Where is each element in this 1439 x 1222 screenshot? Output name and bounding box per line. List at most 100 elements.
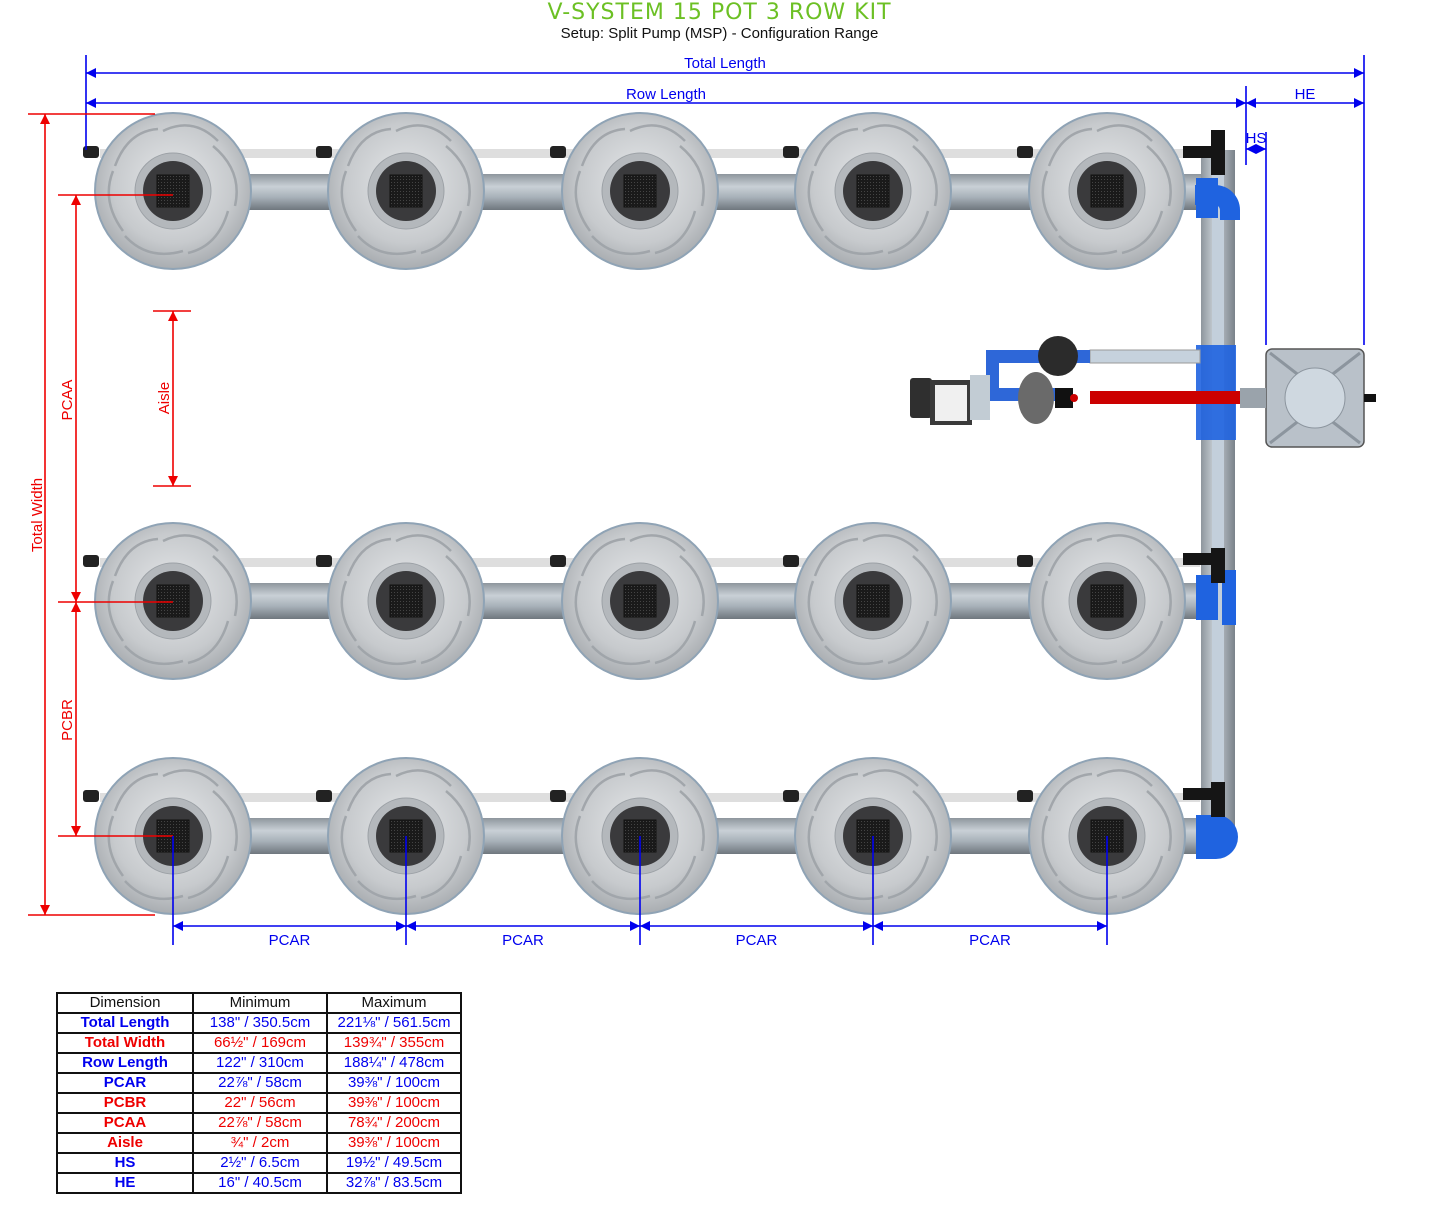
- pot-row1-1: [93, 111, 253, 271]
- pot-row1-4: [793, 111, 953, 271]
- minimum-value: 22⅞" / 58cm: [192, 1072, 328, 1094]
- aisle-label: Aisle: [156, 382, 173, 415]
- arrowhead: [1256, 144, 1266, 154]
- arrowhead: [173, 921, 183, 931]
- arrowhead: [873, 921, 883, 931]
- pump-assembly: [910, 336, 1260, 425]
- maximum-value: 39⅜" / 100cm: [326, 1072, 462, 1094]
- manifold-pipe: [1183, 130, 1240, 859]
- maximum-value: 32⅞" / 83.5cm: [326, 1172, 462, 1194]
- minimum-value: ¾" / 2cm: [192, 1132, 328, 1154]
- reservoir-tank: [1240, 348, 1376, 448]
- pot-row1-3: [560, 111, 720, 271]
- row-length-label: Row Length: [626, 86, 706, 103]
- arrowhead: [71, 592, 81, 602]
- pcar-label: PCAR: [269, 932, 311, 949]
- pot-row2-3: [560, 521, 720, 681]
- arrowhead: [1354, 98, 1364, 108]
- drip-fitting: [1017, 555, 1033, 567]
- pot-row2-2: [326, 521, 486, 681]
- drip-fitting: [316, 555, 332, 567]
- arrowhead: [168, 476, 178, 486]
- pot-row2-1: [93, 521, 253, 681]
- maximum-value: 221⅛" / 561.5cm: [326, 1012, 462, 1034]
- dimension-name: PCAA: [56, 1112, 194, 1134]
- arrowhead: [406, 921, 416, 931]
- total-width-label: Total Width: [29, 478, 46, 552]
- drip-fitting: [1017, 790, 1033, 802]
- pot-row1-5: [1027, 111, 1187, 271]
- minimum-value: 16" / 40.5cm: [192, 1172, 328, 1194]
- arrowhead: [86, 68, 96, 78]
- arrowhead: [1097, 921, 1107, 931]
- drip-fitting: [783, 790, 799, 802]
- pot-row2-4: [793, 521, 953, 681]
- dimension-name: PCAR: [56, 1072, 194, 1094]
- pcbr-label: PCBR: [59, 699, 76, 741]
- dimension-name: Row Length: [56, 1052, 194, 1074]
- arrowhead: [630, 921, 640, 931]
- arrowhead: [71, 602, 81, 612]
- dimension-name: Total Width: [56, 1032, 194, 1054]
- he-label: HE: [1295, 86, 1316, 103]
- drip-fitting: [83, 555, 99, 567]
- drip-fitting: [550, 790, 566, 802]
- arrowhead: [640, 921, 650, 931]
- diagram-title: V-SYSTEM 15 POT 3 ROW KIT: [547, 0, 892, 25]
- maximum-value: 39⅜" / 100cm: [326, 1092, 462, 1114]
- arrowhead: [40, 905, 50, 915]
- pcar-label: PCAR: [969, 932, 1011, 949]
- dimension-name: Aisle: [56, 1132, 194, 1154]
- maximum-value: 78¾" / 200cm: [326, 1112, 462, 1134]
- dimension-name: PCBR: [56, 1092, 194, 1114]
- arrowhead: [1354, 68, 1364, 78]
- arrowhead: [396, 921, 406, 931]
- dimension-name: HS: [56, 1152, 194, 1174]
- drip-fitting: [1017, 146, 1033, 158]
- maximum-value: 188¼" / 478cm: [326, 1052, 462, 1074]
- minimum-value: 138" / 350.5cm: [192, 1012, 328, 1034]
- table-header-row: Dimension Minimum Maximum: [56, 992, 462, 1014]
- col-header-maximum: Maximum: [326, 992, 462, 1014]
- maximum-value: 19½" / 49.5cm: [326, 1152, 462, 1174]
- arrowhead: [86, 98, 96, 108]
- arrowhead: [71, 195, 81, 205]
- drip-fitting: [550, 555, 566, 567]
- arrowhead: [71, 826, 81, 836]
- pcar-label: PCAR: [736, 932, 778, 949]
- arrowhead: [40, 114, 50, 124]
- drip-fitting: [783, 555, 799, 567]
- drip-fitting: [83, 146, 99, 158]
- col-header-dimension: Dimension: [56, 992, 194, 1014]
- minimum-value: 122" / 310cm: [192, 1052, 328, 1074]
- drip-fitting: [783, 146, 799, 158]
- dimension-name: Total Length: [56, 1012, 194, 1034]
- pot-row1-2: [326, 111, 486, 271]
- arrowhead: [863, 921, 873, 931]
- total-length-label: Total Length: [684, 55, 766, 72]
- drip-fitting: [316, 146, 332, 158]
- pcar-label: PCAR: [502, 932, 544, 949]
- minimum-value: 22" / 56cm: [192, 1092, 328, 1114]
- arrowhead: [1236, 98, 1246, 108]
- hs-label: HS: [1246, 130, 1267, 147]
- arrowhead: [1246, 144, 1256, 154]
- col-header-minimum: Minimum: [192, 992, 328, 1014]
- arrowhead: [1246, 98, 1256, 108]
- maximum-value: 39⅜" / 100cm: [326, 1132, 462, 1154]
- pot-row2-5: [1027, 521, 1187, 681]
- maximum-value: 139¾" / 355cm: [326, 1032, 462, 1054]
- minimum-value: 22⅞" / 58cm: [192, 1112, 328, 1134]
- drip-fitting: [316, 790, 332, 802]
- arrowhead: [168, 311, 178, 321]
